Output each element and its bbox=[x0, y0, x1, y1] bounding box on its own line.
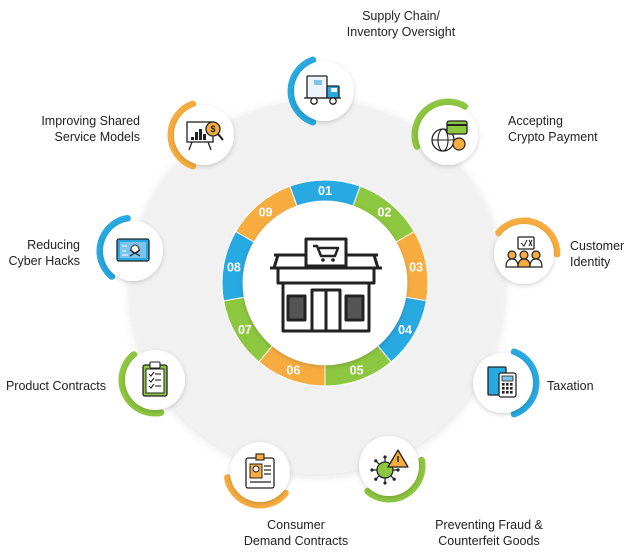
segment-number: 07 bbox=[238, 323, 252, 337]
node-label: Customer Identity bbox=[570, 239, 625, 269]
node-accent-arc bbox=[495, 217, 561, 258]
segment-number: 02 bbox=[378, 206, 392, 220]
node-label: Taxation bbox=[547, 379, 594, 393]
numbered-segment-ring: 01 02 03 04 05 06 07 08 09 bbox=[221, 179, 429, 387]
node-delivery-truck bbox=[287, 56, 354, 126]
node-label: Product Contracts bbox=[5, 379, 106, 393]
segment-number: 09 bbox=[259, 206, 273, 220]
node-label: Improving Shared Service Models bbox=[41, 114, 140, 144]
segment-number: 08 bbox=[227, 260, 241, 274]
node-clipboard-checklist bbox=[118, 350, 185, 417]
id-badge-icon bbox=[245, 453, 275, 489]
calculator-document-icon bbox=[487, 366, 517, 398]
people-verification-icon bbox=[505, 236, 543, 268]
virus-warning-icon bbox=[370, 449, 409, 485]
node-virus-warning bbox=[359, 436, 426, 503]
node-accent-arc bbox=[287, 56, 317, 126]
node-calculator-document bbox=[473, 348, 540, 418]
segment-number: 06 bbox=[286, 363, 300, 377]
node-label: Reducing Cyber Hacks bbox=[8, 238, 80, 268]
node-accent-arc bbox=[167, 100, 197, 170]
node-label: Consumer Demand Contracts bbox=[243, 518, 349, 548]
node-accent-arc bbox=[411, 98, 468, 150]
node-hacker-screen bbox=[96, 215, 163, 281]
svg-text:$: $ bbox=[210, 124, 215, 134]
node-accent-arc bbox=[96, 215, 131, 280]
hacker-screen-icon bbox=[116, 238, 150, 262]
segment-number: 03 bbox=[409, 260, 423, 274]
segment-number: 04 bbox=[398, 323, 412, 337]
segment-number: 05 bbox=[350, 363, 364, 377]
node-label: Supply Chain/ Inventory Oversight bbox=[346, 9, 456, 39]
globe-payment-card-icon bbox=[431, 120, 468, 152]
node-accent-arc bbox=[118, 351, 165, 417]
presentation-board-icon: $ bbox=[186, 121, 224, 151]
node-id-badge bbox=[224, 442, 290, 509]
node-people-verification bbox=[494, 217, 561, 284]
node-accent-arc bbox=[224, 474, 289, 509]
node-accent-arc bbox=[510, 348, 540, 418]
node-presentation-board: $ bbox=[167, 100, 234, 170]
node-accent-arc bbox=[364, 456, 426, 503]
node-globe-payment-card bbox=[411, 98, 478, 165]
node-label: Preventing Fraud & Counterfeit Goods bbox=[435, 518, 543, 548]
segment-number: 01 bbox=[318, 184, 332, 198]
storefront-cart-icon bbox=[270, 237, 382, 333]
node-label: Accepting Crypto Payment bbox=[508, 114, 598, 144]
delivery-truck-icon bbox=[304, 75, 341, 105]
clipboard-checklist-icon bbox=[142, 361, 168, 397]
